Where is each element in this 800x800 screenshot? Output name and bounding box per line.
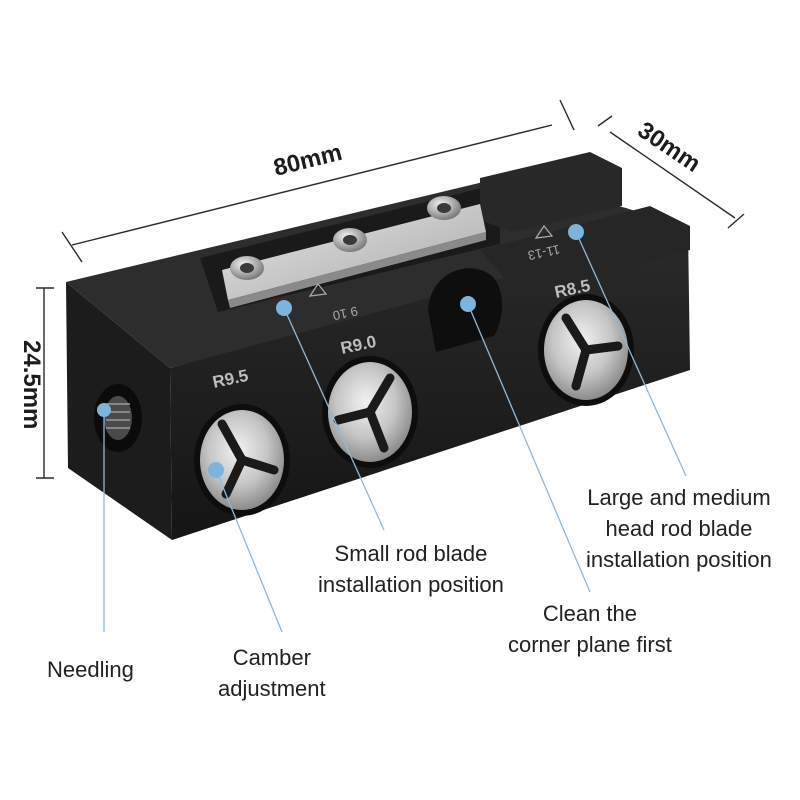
callout-clean-line2: corner plane first xyxy=(508,632,672,657)
dimension-label-30mm: 30mm xyxy=(633,117,706,178)
marker-small-rod xyxy=(276,300,292,316)
callout-small-rod-line2: installation position xyxy=(318,572,504,597)
callout-camber: Camber adjustment xyxy=(218,642,326,704)
leader-small-rod xyxy=(283,307,385,531)
needling-hole xyxy=(94,384,142,452)
callout-camber-line1: Camber xyxy=(232,645,311,670)
dimension-24-5mm xyxy=(36,287,54,479)
callout-large-line1: Large and medium xyxy=(587,485,771,510)
callout-needling: Needling xyxy=(47,654,134,685)
leader-clean xyxy=(467,303,591,593)
dimension-80mm xyxy=(61,99,575,263)
marker-camber xyxy=(208,462,224,478)
callout-large: Large and medium head rod blade installa… xyxy=(586,482,772,575)
screw-middle xyxy=(333,228,367,252)
callout-camber-line2: adjustment xyxy=(218,676,326,701)
callout-small-rod-line1: Small rod blade xyxy=(334,541,488,566)
engraving-triangle-left xyxy=(308,282,328,297)
leader-large xyxy=(575,231,687,477)
engraving-triangle-right xyxy=(534,224,554,239)
callout-large-line2: head rod blade xyxy=(605,516,753,541)
screw-right xyxy=(427,196,461,220)
callout-needling-text: Needling xyxy=(47,657,134,682)
dimension-label-24-5mm: 24.5mm xyxy=(18,340,45,429)
screw-left xyxy=(230,256,264,280)
radius-wheel-r8-5 xyxy=(538,294,634,406)
marker-clean xyxy=(460,296,476,312)
callout-clean-line1: Clean the xyxy=(542,601,638,626)
leader-camber xyxy=(215,469,283,633)
blade-plate xyxy=(222,204,486,308)
radius-wheel-r9-5 xyxy=(194,404,290,516)
radius-wheel-r9-0 xyxy=(322,356,418,468)
dimension-30mm xyxy=(597,115,745,229)
marker-needling xyxy=(97,403,111,417)
engraving-slot-right: 11-13 xyxy=(527,242,562,263)
dimension-label-80mm: 80mm xyxy=(271,139,345,182)
callout-large-line3: installation position xyxy=(586,547,772,572)
callout-clean: Clean the corner plane first xyxy=(508,598,672,660)
engraving-slot-left: 9 10 xyxy=(331,303,359,323)
marker-large xyxy=(568,224,584,240)
callout-small-rod: Small rod blade installation position xyxy=(318,538,504,600)
